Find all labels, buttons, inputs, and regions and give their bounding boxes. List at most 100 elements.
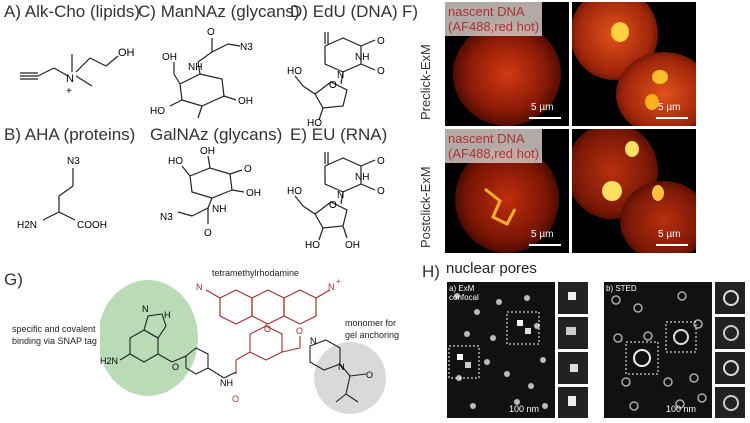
panel-b-title: AHA (proteins) (24, 125, 136, 144)
alk-cho-structure: N + OH (20, 47, 135, 97)
f-scalebar-4 (656, 244, 688, 246)
pip-n-2: N (338, 362, 345, 372)
panel-b-galnaz-title: GalNAz (glycans) (150, 125, 283, 144)
nh-eu: NH (355, 172, 369, 183)
guanine-o: O (172, 362, 179, 372)
f-scalebar-1 (529, 117, 561, 119)
carbonyl-o: O (207, 27, 215, 38)
tmr-n-left: N (196, 282, 203, 292)
f-image-preclick-left: nascent DNA (AF488,red hot) 5 µm (445, 2, 569, 126)
f-scale-2: 5 µm (658, 102, 681, 113)
panel-b-letter: B) (4, 125, 21, 144)
o-eu-1: O (377, 156, 385, 167)
monomer-label-1: monomer for (345, 318, 397, 328)
f-image-postclick-right: 5 µm (572, 129, 696, 253)
oh-eu: OH (345, 240, 360, 250)
panel-d-title: EdU (DNA) (312, 2, 398, 21)
amide-nh: NH (188, 62, 202, 73)
o-ring-edu: O (329, 80, 337, 91)
panel-g-letter: G) (4, 270, 23, 289)
azide-n3: N3 (240, 42, 253, 53)
h-exm-image: a) ExM confocal 100 nm (447, 282, 555, 418)
postclick-label: Postclick-ExM (418, 166, 433, 248)
galnaz-n3: N3 (160, 212, 173, 223)
f-scale-3: 5 µm (531, 229, 554, 240)
mannaz-structure: O N3 NH OH HO OH (150, 27, 253, 119)
n-atom: N (66, 73, 74, 85)
panel-e-heading: E) EU (RNA) (290, 125, 387, 145)
snap-label-2: binding via SNAP tag (12, 336, 97, 346)
h-exm-label-2: confocal (449, 293, 479, 302)
panel-c-heading: C) ManNAz (glycans) (138, 2, 300, 22)
ho-top: OH (162, 52, 177, 63)
panel-d-heading: D) EdU (DNA) (290, 2, 398, 22)
pip-n-1: N (310, 336, 317, 346)
f-overlay-1-line1: nascent DNA (448, 4, 525, 19)
panel-b-heading: B) AHA (proteins) (4, 125, 135, 145)
f-image-preclick-right: 5 µm (572, 2, 696, 126)
f-overlay-2-line1: nascent DNA (448, 131, 525, 146)
panel-e-letter: E) (290, 125, 307, 144)
f-overlay-2-line2: (AF488,red hot) (448, 146, 540, 161)
eu-structure: O O NH N O HO HO OH (287, 152, 385, 250)
aha-h2n: H2N (17, 220, 37, 231)
nh-edu: NH (355, 52, 369, 63)
f-overlay-1: nascent DNA (AF488,red hot) (445, 2, 543, 36)
panel-e-title: EU (RNA) (311, 125, 388, 144)
galnaz-nh: NH (212, 204, 226, 215)
panel-h-title: nuclear pores (446, 260, 537, 277)
galnaz-oh: OH (246, 188, 261, 199)
edu-structure: O O NH N O HO HO (287, 32, 385, 126)
monomer-o: O (366, 370, 373, 380)
n-eu: N (337, 190, 344, 201)
o-edu-2: O (377, 66, 385, 77)
h-sted-image: b) STED 100 nm (604, 282, 712, 418)
monomer-label-2: gel anchoring (345, 330, 400, 340)
galnaz-o: O (244, 164, 252, 175)
galnaz-structure: OH HO O OH NH N3 O (160, 146, 261, 239)
preclick-label: Preclick-ExM (418, 44, 433, 120)
panel-a-heading: A) Alk-Cho (lipids) (4, 2, 140, 22)
snap-tmr-structure: N H2N H O N N + O O NH O N N O (100, 278, 386, 414)
panel-d-letter: D) (290, 2, 308, 21)
guanine-n: N (142, 304, 149, 314)
panel-f-letter: F) (402, 2, 419, 21)
n-edu: N (337, 70, 344, 81)
galnaz-carbonyl-o: O (204, 228, 212, 239)
f-overlay-1-line2: (AF488,red hot) (448, 19, 540, 34)
tmr-label: tetramethylrhodamine (212, 268, 300, 278)
linker-o: O (232, 394, 239, 404)
panel-c-title: ManNAz (glycans) (160, 2, 300, 21)
h-sted-scale: 100 nm (666, 404, 697, 414)
ho-eu-2: HO (305, 240, 320, 250)
o-edu-1: O (377, 36, 385, 47)
h-sted-label: b) STED (606, 284, 637, 293)
h-exm-scale: 100 nm (509, 404, 540, 414)
aha-n3: N3 (67, 156, 80, 167)
f-overlay-2: nascent DNA (AF488,red hot) (445, 129, 543, 163)
guanine-h2n: H2N (100, 356, 118, 366)
guanine-h: H (164, 310, 171, 320)
panel-a-title: Alk-Cho (lipids) (24, 2, 141, 21)
aha-cooh: COOH (77, 220, 107, 231)
snap-tag-highlight (100, 280, 198, 396)
tmr-n-right: N (328, 282, 335, 292)
ho-edu: HO (287, 66, 302, 77)
panel-h-letter: H) (422, 262, 440, 281)
h-sted-insets (715, 282, 745, 418)
h-exm-insets (558, 282, 588, 418)
tmr-plus: + (336, 278, 341, 286)
galnaz-ho: HO (168, 156, 183, 167)
f-image-postclick-left: nascent DNA (AF488,red hot) 5 µm (445, 129, 569, 253)
h-exm-label-1: a) ExM (449, 284, 475, 293)
f-scalebar-2 (656, 117, 688, 119)
oh-atom: OH (118, 47, 135, 59)
galnaz-oh-top: OH (200, 146, 215, 157)
ho-eu: HO (287, 186, 302, 197)
panel-a-letter: A) (4, 2, 21, 21)
ho-edu-2: HO (307, 118, 322, 126)
ho-left: HO (150, 106, 165, 117)
amide-o: O (296, 326, 303, 336)
aha-structure: N3 H2N COOH (17, 156, 107, 231)
oh-right: OH (238, 96, 253, 107)
